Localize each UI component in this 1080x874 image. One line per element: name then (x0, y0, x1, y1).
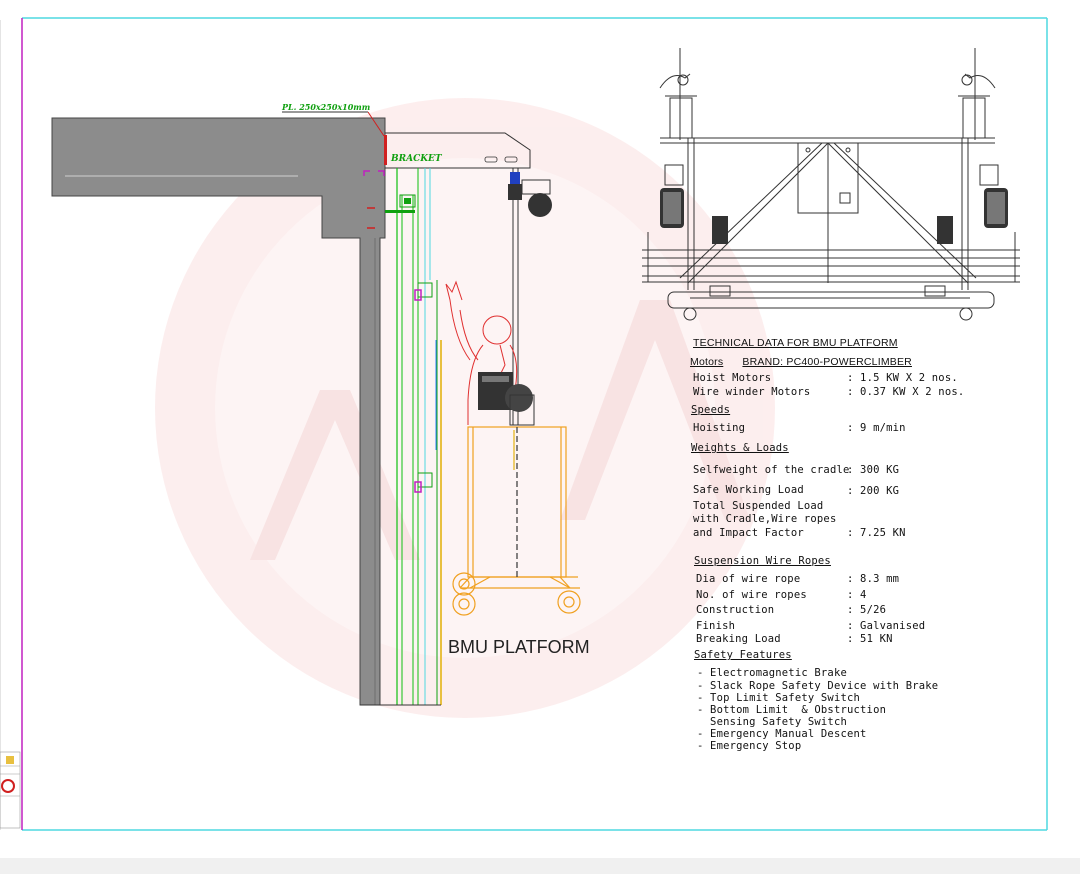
motors-brand: BRAND: PC400-POWERCLIMBER (742, 356, 912, 368)
total-load-value: : 7.25 KN (847, 527, 906, 539)
platform-label: BMU PLATFORM (448, 637, 590, 657)
ropes-heading: Suspension Wire Ropes (694, 555, 831, 567)
safety-item: - Top Limit Safety Switch (697, 692, 861, 704)
cradle-hoist-motor (478, 372, 535, 426)
speed-value: : 9 m/min (847, 422, 906, 434)
rope-value: : 51 KN (847, 633, 893, 645)
bracket-label: BRACKET (390, 154, 443, 164)
total-load-line: with Cradle,Wire ropes (693, 513, 837, 525)
rope-label: Breaking Load (696, 633, 781, 645)
safety-heading: Safety Features (694, 649, 792, 661)
rope-label: Finish (696, 620, 736, 632)
motor-value: : 0.37 KW X 2 nos. (847, 386, 965, 398)
motor-label: Wire winder Motors (693, 386, 811, 398)
motor-value: : 1.5 KW X 2 nos. (847, 372, 958, 384)
tech-title: TECHNICAL DATA FOR BMU PLATFORM (693, 337, 898, 349)
plate-annotation (282, 111, 387, 165)
safety-item: - Electromagnetic Brake (697, 667, 847, 679)
rope-label: Construction (696, 604, 775, 616)
plate-label: PL. 250x250x10mm (281, 102, 370, 112)
safety-item: - Slack Rope Safety Device with Brake (697, 680, 939, 692)
motor-row: Hoist Motors (693, 372, 771, 385)
bracket (385, 132, 531, 169)
bmu-front-elevation (642, 48, 1020, 321)
rope-label: Dia of wire rope (696, 573, 801, 585)
safety-item: Sensing Safety Switch (697, 716, 847, 728)
drawing-frame (0, 17, 1048, 831)
bottom-bar (0, 858, 1080, 874)
total-load-line: and Impact Factor (693, 527, 804, 539)
bmu-motors-front (660, 164, 1008, 244)
weight-label: Safe Working Load (693, 484, 804, 496)
weight-value: : 300 KG (847, 464, 900, 476)
motor-row: Wire winder Motors (693, 386, 810, 399)
motors-heading-row: Motors BRAND: PC400-POWERCLIMBER (690, 356, 912, 369)
safety-item: - Emergency Manual Descent (697, 728, 867, 740)
weight-value: : 200 KG (847, 485, 900, 497)
motor-label: Hoist Motors (693, 372, 772, 384)
safety-item: - Bottom Limit & Obstruction (697, 704, 887, 716)
rope-label: No. of wire ropes (696, 589, 807, 601)
rope-value: : Galvanised (847, 620, 926, 632)
speed-label: Hoisting (693, 422, 746, 434)
title-block-fragment (0, 751, 21, 829)
anchor-markers (363, 170, 385, 229)
motors-heading: Motors (690, 356, 724, 368)
weights-heading: Weights & Loads (691, 442, 789, 454)
weight-label: Selfweight of the cradle (693, 464, 850, 476)
rope-value: : 8.3 mm (847, 573, 900, 585)
watermark-logo (155, 98, 775, 718)
total-load-line: Total Suspended Load (693, 500, 824, 512)
cradle-side-view (452, 426, 581, 616)
rope-value: : 4 (847, 589, 867, 601)
facade-rails (360, 168, 442, 706)
speeds-heading: Speeds (691, 404, 731, 416)
rope-value: : 5/26 (847, 604, 887, 616)
safety-item: - Emergency Stop (697, 740, 802, 752)
